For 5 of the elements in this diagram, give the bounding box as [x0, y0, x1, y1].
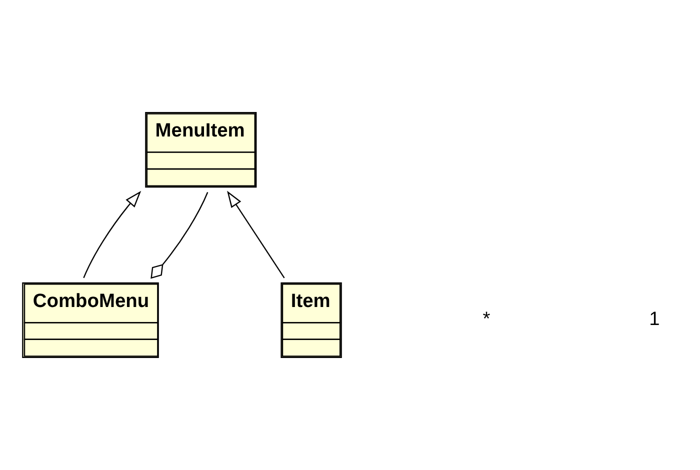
arrow: [227, 190, 285, 278]
label: *: [482, 308, 490, 330]
label: 1: [649, 308, 660, 330]
connector: [150, 192, 208, 279]
arrow: [83, 190, 142, 278]
